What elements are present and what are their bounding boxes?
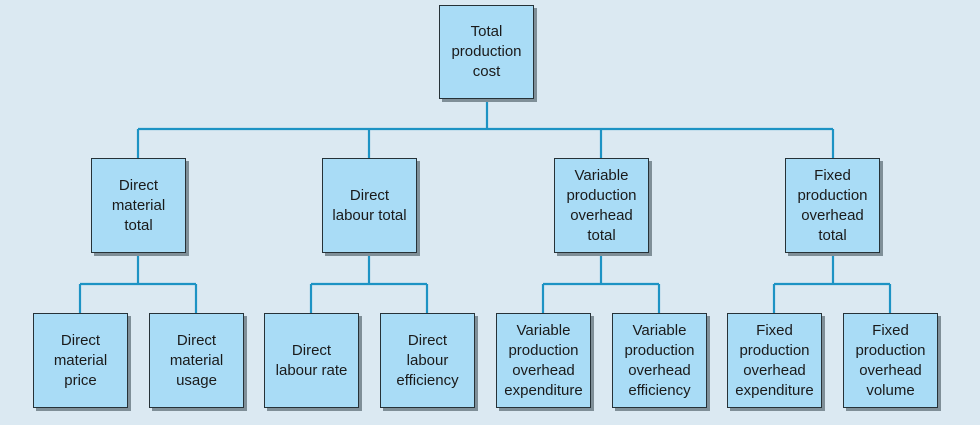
node-label: Direct labour rate — [275, 341, 348, 379]
node-label: Variable production overhead expenditure — [504, 321, 583, 399]
node-direct-labour-efficiency: Direct labour efficiency — [380, 313, 475, 408]
node-label: Direct labour efficiency — [396, 331, 459, 389]
node-label: Total production cost — [451, 23, 522, 80]
node-variable-production-overhead-expenditure: Variable production overhead expenditure — [496, 313, 591, 408]
node-direct-labour-total: Direct labour total — [322, 158, 417, 253]
node-label: Variable production overhead total — [566, 166, 637, 244]
node-label: Fixed production overhead expenditure — [735, 321, 814, 399]
node-total-production-cost: Total production cost — [439, 5, 534, 99]
node-fixed-production-overhead-total: Fixed production overhead total — [785, 158, 880, 253]
node-direct-material-total: Direct material total — [91, 158, 186, 253]
node-label: Fixed production overhead volume — [855, 321, 926, 399]
node-fixed-production-overhead-volume: Fixed production overhead volume — [843, 313, 938, 408]
node-label: Direct material price — [53, 331, 108, 389]
node-direct-labour-rate: Direct labour rate — [264, 313, 359, 408]
node-label: Direct material total — [111, 176, 166, 234]
node-variable-production-overhead-efficiency: Variable production overhead efficiency — [612, 313, 707, 408]
node-direct-material-usage: Direct material usage — [149, 313, 244, 408]
node-direct-material-price: Direct material price — [33, 313, 128, 408]
node-variable-production-overhead-total: Variable production overhead total — [554, 158, 649, 253]
node-label: Variable production overhead efficiency — [624, 321, 695, 399]
node-fixed-production-overhead-expenditure: Fixed production overhead expenditure — [727, 313, 822, 408]
node-label: Direct labour total — [332, 186, 407, 224]
node-label: Direct material usage — [169, 331, 224, 389]
node-label: Fixed production overhead total — [797, 166, 868, 244]
